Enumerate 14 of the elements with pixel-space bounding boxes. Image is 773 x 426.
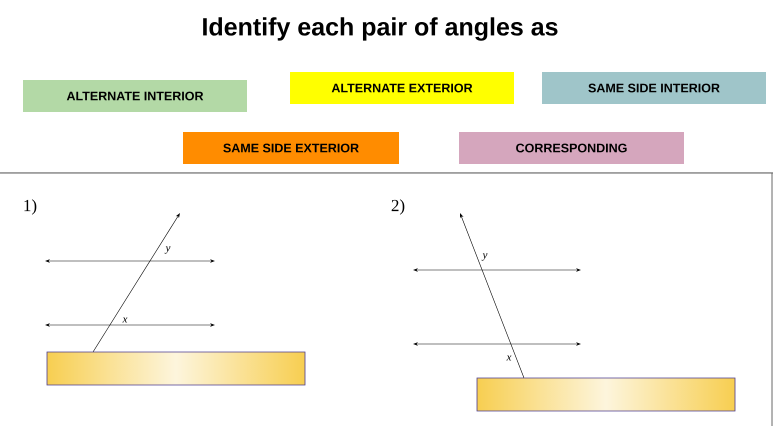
question-number: 2) — [392, 199, 404, 215]
angle-label: x — [506, 355, 512, 361]
question-number: 1) — [24, 199, 36, 215]
label-box: CORRESPONDING — [459, 132, 684, 164]
label-box: SAME SIDE INTERIOR — [542, 72, 766, 104]
title: Identify each pair of angles as — [203, 17, 558, 41]
angle-label: y — [482, 253, 488, 261]
label-box: SAME SIDE EXTERIOR — [183, 132, 399, 164]
angle-label: x — [122, 317, 128, 323]
answer-box — [46, 352, 306, 386]
label-box: ALTERNATE INTERIOR — [23, 80, 247, 112]
label-box: ALTERNATE EXTERIOR — [290, 72, 514, 104]
answer-box — [476, 378, 736, 412]
angle-label: y — [164, 246, 170, 254]
